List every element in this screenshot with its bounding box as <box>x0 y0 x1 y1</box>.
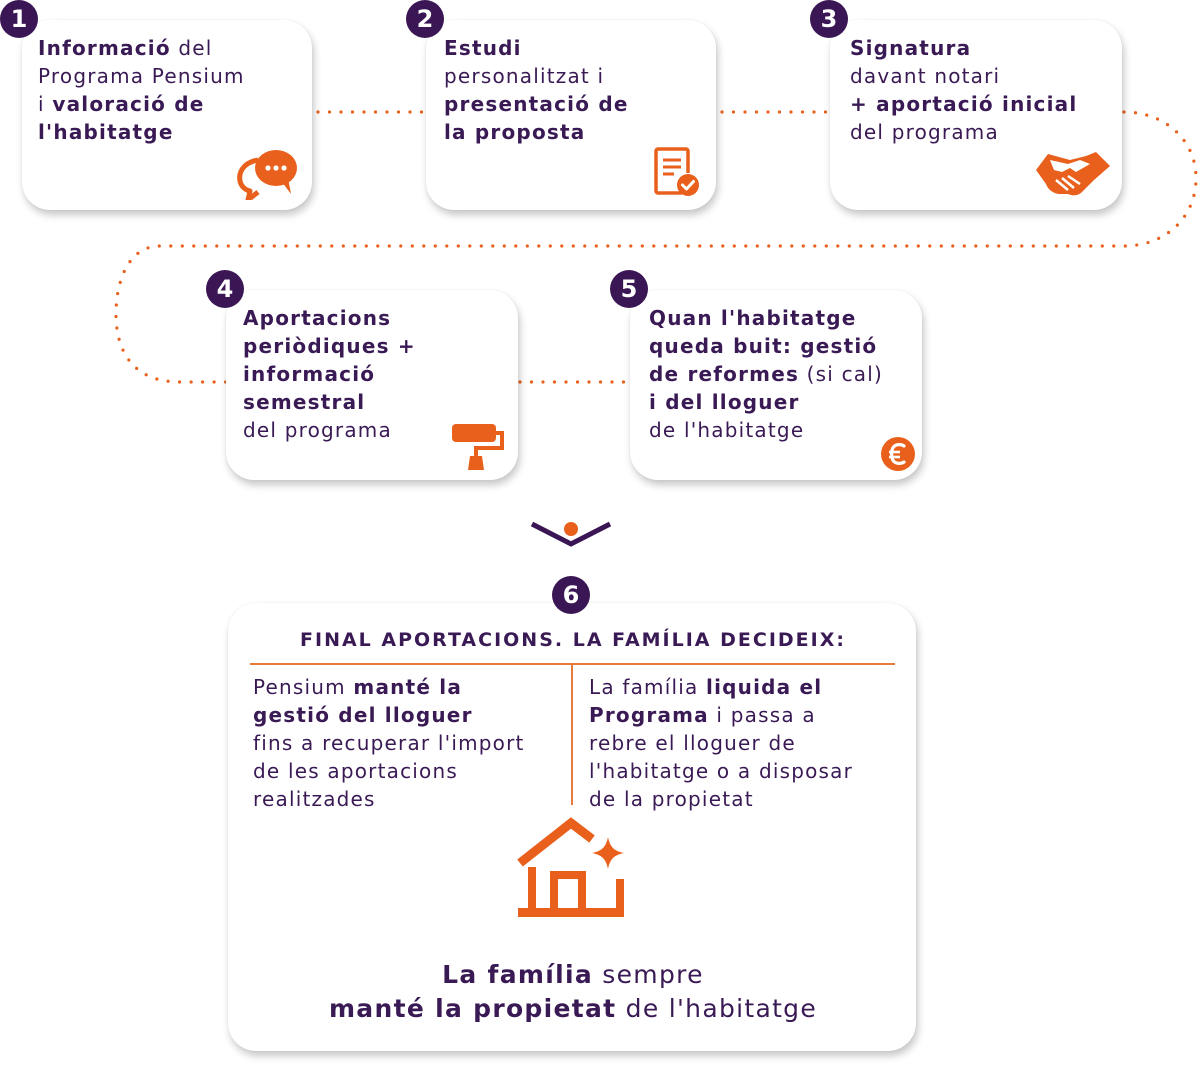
step-5-line-4: i del lloguer <box>649 390 800 414</box>
step-1-line-4: l'habitatge <box>38 120 174 144</box>
step-5-line-5: de l'habitatge <box>649 418 805 442</box>
final-title: FINAL APORTACIONS. LA FAMÍLIA DECIDEIX: <box>300 629 846 651</box>
step-2-line-4: la proposta <box>444 120 586 144</box>
step-4-line-1: Aportacions <box>243 306 392 330</box>
step-2-line-2: personalitzat i <box>444 64 605 88</box>
final-option-right: La família liquida el Programa i passa a… <box>589 675 854 811</box>
step-5-line-2: queda buit: gestió <box>649 334 878 358</box>
step-4-line-4: semestral <box>243 390 366 414</box>
step-5-line-1: Quan l'habitatge <box>649 306 857 330</box>
paint-roller-icon <box>452 424 504 470</box>
handshake-icon <box>1036 152 1110 196</box>
step-badge-2: 2 <box>406 0 444 38</box>
step-3-line-3: + aportació inicial <box>850 92 1078 116</box>
chat-bubbles-icon <box>237 150 297 200</box>
final-conclusion: La família sempre manté la propietat de … <box>328 960 818 1023</box>
step-3-line-1: Signatura <box>850 36 972 60</box>
step-2-line-1: Estudi <box>444 36 522 60</box>
step-card-4: Aportacions periòdiques + informació sem… <box>226 290 518 480</box>
step-3-line-2: davant notari <box>850 64 1001 88</box>
step-badge-6: 6 <box>552 576 590 614</box>
step-4-line-5: del programa <box>243 418 392 442</box>
final-divider-vertical <box>571 665 573 805</box>
step-1-line-3: i valoració de <box>38 92 205 116</box>
step-card-3: Signatura davant notari + aportació inic… <box>830 20 1122 210</box>
step-1-line-1: Informació del <box>38 36 213 60</box>
final-divider-horizontal <box>250 663 895 665</box>
house-sparkle-icon <box>517 817 624 917</box>
final-card: FINAL APORTACIONS. LA FAMÍLIA DECIDEIX: … <box>228 603 916 1051</box>
step-5-line-3: de reformes (si cal) <box>649 362 883 386</box>
step-card-1: Informació del Programa Pensium i valora… <box>22 20 312 210</box>
step-1-line-2: Programa Pensium <box>38 64 245 88</box>
step-card-5: Quan l'habitatge queda buit: gestió de r… <box>630 290 922 480</box>
step-2-line-3: presentació de <box>444 92 629 116</box>
step-badge-1: 1 <box>0 0 38 38</box>
step-badge-5: 5 <box>610 270 648 308</box>
step-card-2: Estudi personalitzat i presentació de la… <box>426 20 716 210</box>
step-badge-4: 4 <box>206 270 244 308</box>
chevron-down-dot-icon <box>530 521 612 547</box>
step-3-line-4: del programa <box>850 120 999 144</box>
document-check-icon <box>654 147 699 196</box>
final-option-left: Pensium manté la gestió del lloguer fins… <box>253 675 525 811</box>
euro-coin-icon <box>881 437 915 471</box>
step-badge-3: 3 <box>810 0 848 38</box>
step-4-line-2: periòdiques + <box>243 334 416 358</box>
step-4-line-3: informació <box>243 362 376 386</box>
